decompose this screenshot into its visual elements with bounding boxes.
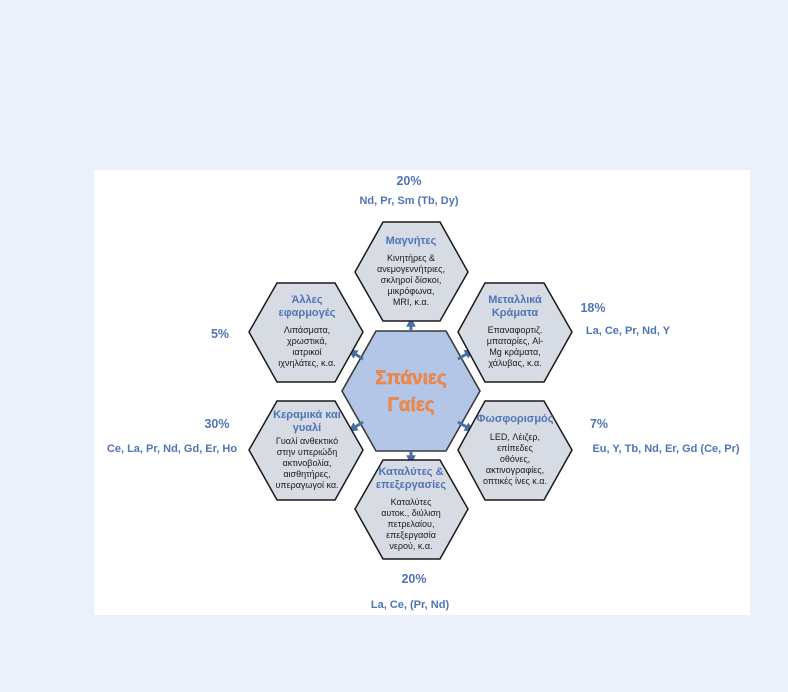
alloys-elements: La, Ce, Pr, Nd, Y <box>586 325 671 337</box>
hexagon-alloys-body-1: Επαναφορτιζ. <box>488 325 543 335</box>
hexagon-phosphors-body-2: επίπεδες <box>497 443 533 453</box>
alloys-percent: 18% <box>580 301 605 315</box>
hexagon-magnets-body-5: MRI, κ.α. <box>393 297 429 307</box>
hexagon-magnets-body-1: Κινητήρες & <box>387 253 435 263</box>
hexagon-alloys-shape <box>457 282 573 383</box>
hexagon-ceramics-title-1: Κεραμικά και <box>273 409 341 421</box>
phosphors-percent: 7% <box>590 417 608 431</box>
hexagon-catalysts-title-2: επεξεργασίες <box>376 479 446 491</box>
connector-arrow-phosphors <box>457 420 475 432</box>
hexagon-phosphors-body-4: ακτινογραφίες, <box>486 465 544 475</box>
hexagon-phosphors-title: Φωσφορισμός <box>477 413 554 425</box>
connector-arrow-alloys <box>457 349 475 361</box>
hexagon-other-body-2: χρωστικά, <box>287 336 327 346</box>
hexagon-alloys-title-2: Κράματα <box>492 307 539 319</box>
hexagon-other-title-1: Άλλες <box>291 294 322 306</box>
hexagon-catalysts-body-4: επεξεργασία <box>386 530 436 540</box>
hexagon-magnets-body-2: ανεμογεννήτριες, <box>377 264 445 274</box>
hexagon-other-body-3: ιατρικοί <box>292 347 321 357</box>
hexagon-other-title-2: εφαρμογές <box>279 307 336 319</box>
hexagon-alloys-body-4: χάλυβας, κ.α. <box>488 358 541 368</box>
ceramics-elements: Ce, La, Pr, Nd, Gd, Er, Ho <box>107 443 237 455</box>
hexagon-phosphors: Φωσφορισμός LED, Λέιζερ, επίπεδες οθόνες… <box>457 400 573 501</box>
hexagon-ceramics-title-2: γυαλί <box>293 422 321 434</box>
hexagon-catalysts-shape <box>354 459 469 560</box>
hexagon-alloys-body-2: μπαταρίες, Al- <box>487 336 544 346</box>
phosphors-elements: Eu, Y, Tb, Nd, Er, Gd (Ce, Pr) <box>592 443 739 455</box>
hexagon-magnets: Μαγνήτες Κινητήρες & ανεμογεννήτριες, σκ… <box>354 221 469 322</box>
hexagon-ceramics-body-1: Γυαλί ανθεκτικό <box>276 436 338 446</box>
hexagon-catalysts-body-1: Καταλύτες <box>391 497 433 507</box>
magnets-percent: 20% <box>396 174 421 188</box>
hexagon-catalysts-body-5: νερού, κ.α. <box>389 541 432 551</box>
hexagon-other: Άλλες εφαρμογές Λιπάσματα, χρωστικά, ιατ… <box>248 282 364 383</box>
hexagon-ceramics-body-5: υπεραγωγοί κα. <box>275 480 338 490</box>
center-title-line-2: Γαίες <box>387 395 434 416</box>
hexagon-magnets-shape <box>354 221 469 322</box>
ceramics-percent: 30% <box>204 417 229 431</box>
hexagon-phosphors-body-5: οπτικές ίνες κ.α. <box>483 476 547 486</box>
hexagon-other-body-4: ιχνηλάτες, κ.α. <box>278 358 335 368</box>
magnets-elements: Nd, Pr, Sm (Tb, Dy) <box>359 195 458 207</box>
hexagon-alloys-body-3: Mg κράματα, <box>489 347 540 357</box>
hexagon-other-shape <box>248 282 364 383</box>
hexagon-magnets-title: Μαγνήτες <box>386 235 437 247</box>
hexagon-ceramics-shape <box>248 400 364 501</box>
other-percent: 5% <box>211 327 229 341</box>
hexagon-phosphors-body-3: οθόνες, <box>500 454 530 464</box>
catalysts-elements: La, Ce, (Pr, Nd) <box>371 599 450 611</box>
hexagon-catalysts-body-2: αυτοκ., διύλιση <box>381 508 441 518</box>
hexagon-ceramics: Κεραμικά και γυαλί Γυαλί ανθεκτικό στην … <box>248 400 364 501</box>
hexagon-alloys-title-1: Μεταλλικά <box>488 294 542 306</box>
center-hexagon-shape <box>341 330 481 452</box>
center-title-line-1: Σπάνιες <box>375 368 447 389</box>
hexagon-phosphors-shape <box>457 400 573 501</box>
catalysts-percent: 20% <box>401 572 426 586</box>
hexagon-phosphors-body-1: LED, Λέιζερ, <box>490 432 540 442</box>
hexagon-ceramics-body-3: ακτινοβολία, <box>283 458 332 468</box>
hexagon-catalysts-title-1: Καταλύτες & <box>378 466 443 478</box>
connectors <box>347 317 475 465</box>
hexagon-catalysts-body-3: πετρελαίου, <box>388 519 435 529</box>
hexagon-catalysts: Καταλύτες & επεξεργασίες Καταλύτες αυτοκ… <box>354 459 469 560</box>
hexagon-other-body-1: Λιπάσματα, <box>284 325 330 335</box>
hexagon-alloys: Μεταλλικά Κράματα Επαναφορτιζ. μπαταρίες… <box>457 282 573 383</box>
hexagon-magnets-body-4: μικρόφωνα, <box>388 286 435 296</box>
hexagon-ceramics-body-4: αισθητήρες, <box>283 469 330 479</box>
connector-arrow-other <box>347 349 364 361</box>
hexagon-ceramics-body-2: στην υπεριώδη <box>277 447 337 457</box>
center-hexagon: Σπάνιες Γαίες <box>341 330 481 452</box>
hexagon-magnets-body-3: σκληροί δίσκοι, <box>381 275 442 285</box>
connector-arrow-ceramics <box>347 420 364 432</box>
